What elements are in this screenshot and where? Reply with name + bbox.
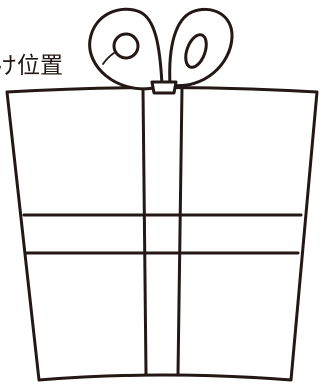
leader-line [102, 52, 115, 65]
position-label: け位置 [0, 53, 63, 79]
bow-knot [150, 80, 178, 95]
bow-right-loop [168, 7, 234, 88]
horizontal-ribbon [22, 213, 303, 255]
bow-left-loop [88, 7, 164, 91]
hole-marker-icon [112, 32, 140, 60]
right-loop-oval [184, 33, 208, 69]
vertical-ribbon [141, 86, 184, 376]
box-body [5, 86, 319, 382]
